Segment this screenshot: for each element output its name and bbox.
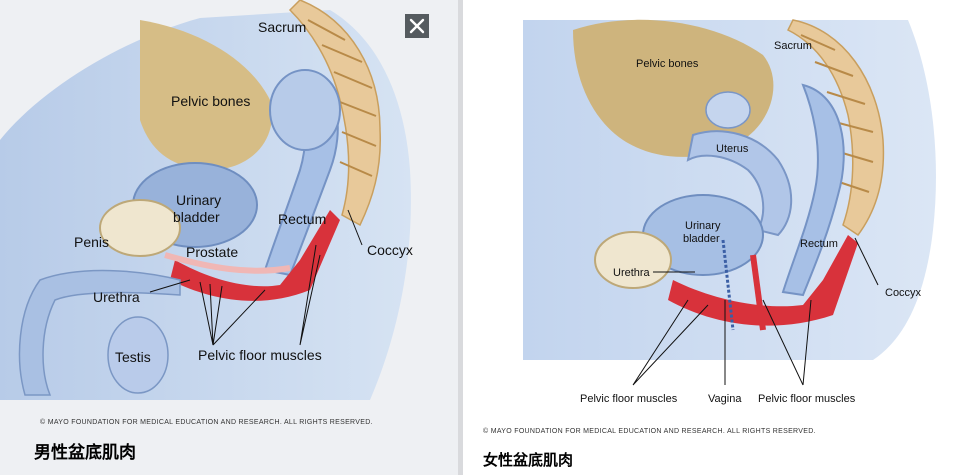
pelvic-floor-muscle-highlight	[164, 252, 291, 274]
label-penis: Penis	[74, 234, 109, 250]
uterus	[686, 130, 793, 237]
label-rectum: Rectum	[278, 211, 326, 227]
label-testis: Testis	[115, 349, 151, 365]
label-pelvic-bones: Pelvic bones	[636, 58, 699, 70]
vaginal-muscle	[750, 254, 766, 331]
close-icon	[409, 18, 425, 34]
label-pelvic-bones: Pelvic bones	[171, 93, 250, 109]
label-urinary: Urinary	[685, 220, 721, 232]
caption-female: 女性盆底肌肉	[483, 451, 573, 469]
copyright-notice: © MAYO FOUNDATION FOR MEDICAL EDUCATION …	[483, 427, 816, 435]
spine-segments	[307, 19, 377, 177]
label-bladder: bladder	[173, 209, 220, 225]
testis	[107, 316, 169, 394]
pelvic-bone	[140, 20, 272, 170]
vagina	[721, 239, 735, 331]
pointer-lines	[149, 209, 363, 346]
caption-male: 男性盆底肌肉	[34, 442, 136, 463]
label-sacrum: Sacrum	[774, 40, 812, 52]
label-coccyx: Coccyx	[885, 287, 922, 299]
label-sacrum: Sacrum	[258, 19, 306, 35]
label-urethra: Urethra	[613, 267, 651, 279]
male-pelvis-illustration: Sacrum Pelvic bones Urinary bladder Rect…	[0, 0, 413, 463]
penis	[18, 269, 181, 396]
close-button[interactable]	[405, 14, 429, 38]
pelvic-floor-muscle	[170, 210, 340, 301]
label-vagina: Vagina	[708, 393, 742, 405]
label-bladder: bladder	[683, 233, 720, 245]
ovary	[705, 91, 751, 129]
rectum-organ	[781, 83, 845, 297]
label-pelvic-floor-muscles-left: Pelvic floor muscles	[580, 393, 678, 405]
rectum-loop	[269, 69, 341, 151]
panel-divider	[458, 0, 463, 475]
label-urinary: Urinary	[176, 192, 221, 208]
male-illustration-panel: Sacrum Pelvic bones Urinary bladder Rect…	[0, 0, 458, 475]
female-illustration-panel: Pelvic bones Sacrum Uterus Urinary bladd…	[463, 0, 965, 475]
spine-segments	[800, 34, 874, 193]
pointer-lines	[632, 237, 879, 386]
pubic-bone	[99, 199, 181, 257]
label-rectum: Rectum	[800, 238, 838, 250]
label-coccyx: Coccyx	[367, 242, 413, 258]
label-pelvic-floor-muscles-right: Pelvic floor muscles	[758, 393, 856, 405]
sacrum-bone	[786, 19, 885, 237]
label-prostate: Prostate	[186, 244, 238, 260]
label-uterus: Uterus	[716, 143, 749, 155]
pubic-bone	[594, 231, 672, 289]
copyright-notice: © MAYO FOUNDATION FOR MEDICAL EDUCATION …	[40, 418, 373, 426]
female-pelvis-illustration: Pelvic bones Sacrum Uterus Urinary bladd…	[483, 19, 936, 469]
label-pelvic-floor-muscles: Pelvic floor muscles	[198, 347, 322, 363]
label-urethra: Urethra	[93, 289, 140, 305]
